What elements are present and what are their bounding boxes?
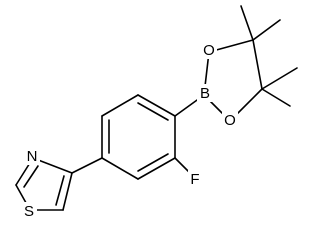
bond-p2-p3 <box>101 94 139 117</box>
bond-thiazole-phenyl <box>71 157 103 174</box>
atom-label-f: F <box>190 171 199 188</box>
bond-p5-p6-inner <box>137 153 169 172</box>
pinacol-boronate <box>174 5 298 122</box>
chemical-structure-diagram: N S F B O O <box>15 5 298 220</box>
bond-c1-methyl-b <box>252 19 281 41</box>
atom-label-o-bottom: O <box>224 112 236 129</box>
atom-label-b: B <box>200 85 210 102</box>
bond-c2-methyl-a <box>261 67 298 90</box>
bond-p5-p6 <box>137 157 176 180</box>
bond-p3-p4-inner <box>137 102 169 121</box>
bond-c5-c4-inner <box>55 175 65 206</box>
phenyl-ring <box>101 94 176 180</box>
atom-label-o-top: O <box>203 42 215 59</box>
bond-c5-c4 <box>62 172 73 211</box>
bond-n-c2-inner <box>23 165 39 188</box>
atom-label-n: N <box>27 148 38 165</box>
atom-labels: N S F B O O <box>21 41 238 220</box>
bond-p3-p4 <box>137 94 176 117</box>
bond-p6-p1 <box>101 157 139 180</box>
atom-label-s: S <box>24 203 34 220</box>
bond-c1-methyl-a <box>240 5 254 41</box>
bond-c1-c2 <box>252 39 263 90</box>
bond-c2-methyl-b <box>261 88 291 107</box>
